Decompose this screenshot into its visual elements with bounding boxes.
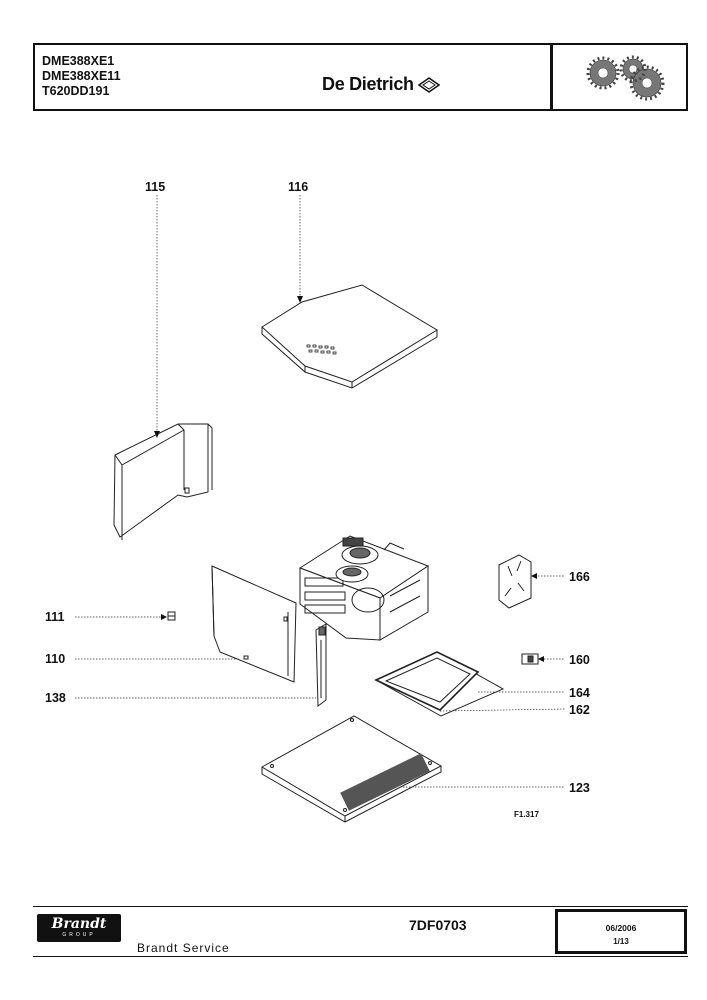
header-block: DME388XE1 DME388XE11 T620DD191 De Dietri…	[33, 43, 688, 111]
bottom-plate-part	[260, 715, 443, 823]
callout-115: 115	[145, 180, 166, 194]
clip-111-part	[167, 611, 176, 621]
brandt-logo: Brandt GROUP	[37, 914, 121, 942]
plate-166-part	[498, 554, 532, 609]
callout-164: 164	[569, 686, 590, 700]
gears-emblem-icon	[586, 55, 665, 101]
brand-diamond-icon	[417, 76, 440, 93]
wrap-panel-part	[113, 423, 213, 540]
callout-110: 110	[45, 652, 66, 666]
logo-subtext: GROUP	[62, 932, 96, 938]
side-panel-part	[211, 565, 297, 683]
date-page-box: 06/2006 1/13	[555, 909, 687, 954]
model-number: T620DD191	[42, 84, 110, 98]
document-reference: 7DF0703	[409, 917, 467, 933]
brand-logo: De Dietrich	[322, 74, 440, 95]
model-number: DME388XE11	[42, 69, 121, 83]
callout-162: 162	[569, 703, 590, 717]
model-number: DME388XE1	[42, 54, 115, 68]
page-number: 1/13	[613, 937, 629, 946]
brand-name: De Dietrich	[322, 74, 414, 94]
callout-160: 160	[569, 653, 590, 667]
footer-block: Brandt GROUP Brandt Service 7DF0703 06/2…	[33, 906, 688, 957]
callout-123: 123	[569, 781, 590, 795]
callout-166: 166	[569, 570, 590, 584]
top-cover-part	[261, 284, 438, 389]
figure-reference: F1.317	[514, 810, 539, 819]
oven-cavity-assembly	[298, 535, 430, 641]
document-date: 06/2006	[605, 923, 637, 933]
bracket-138-part	[315, 623, 327, 707]
glass-panel-part	[374, 651, 505, 717]
callout-116: 116	[288, 180, 309, 194]
logo-text: Brandt	[51, 916, 107, 932]
clip-160-part	[521, 653, 539, 665]
service-label: Brandt Service	[137, 941, 230, 955]
callout-138: 138	[45, 691, 66, 705]
model-list: DME388XE1 DME388XE11 T620DD191	[42, 54, 121, 99]
header-divider	[550, 45, 553, 109]
callout-111: 111	[45, 610, 65, 624]
